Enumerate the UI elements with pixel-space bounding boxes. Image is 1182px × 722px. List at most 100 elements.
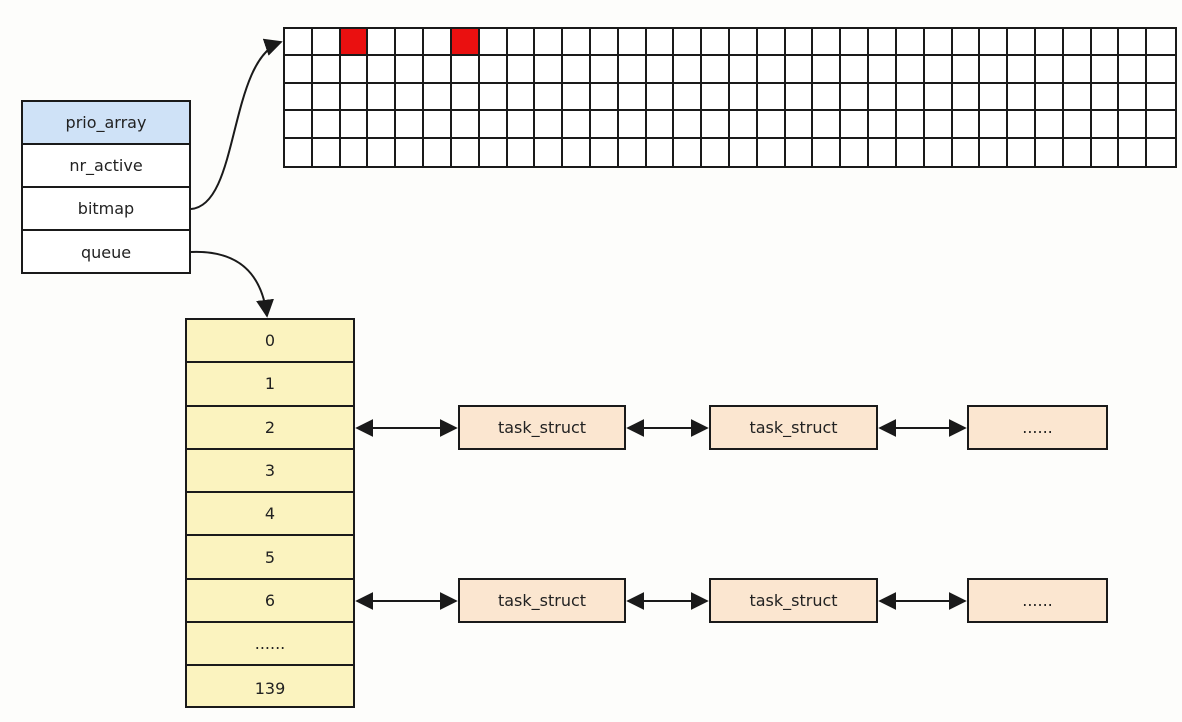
bitmap-bit xyxy=(424,83,452,112)
bitmap-bit xyxy=(646,111,675,139)
bitmap-bit xyxy=(1063,29,1092,57)
bitmap-bit xyxy=(479,56,508,84)
bitmap-bit xyxy=(702,29,730,57)
bitmap-bit xyxy=(674,111,703,139)
struct-field-nr-active: nr_active xyxy=(23,145,189,188)
bitmap-bit xyxy=(924,29,953,57)
bitmap-bit xyxy=(341,138,369,166)
bitmap-bit xyxy=(285,111,313,139)
bitmap-bit xyxy=(1147,84,1175,112)
bitmap-bit xyxy=(396,56,425,84)
bitmap-bit xyxy=(590,56,619,84)
queue-row: 4 xyxy=(187,493,353,537)
bitmap-bit xyxy=(869,111,897,139)
bitmap-bit xyxy=(702,138,730,166)
bitmap-bit xyxy=(368,56,397,84)
bitmap-bit xyxy=(368,29,397,57)
bitmap-bit xyxy=(507,29,536,57)
bitmap-bit xyxy=(1119,29,1148,57)
bitmap-bit xyxy=(980,111,1009,139)
bitmap-bit xyxy=(896,111,925,139)
task-struct-node: task_struct xyxy=(458,578,626,623)
bitmap-bit xyxy=(1091,56,1120,84)
bitmap-bit xyxy=(952,83,981,112)
bitmap-bit xyxy=(841,56,870,84)
bitmap-bit xyxy=(535,111,564,139)
bitmap-bit xyxy=(785,111,814,139)
queue-row: 3 xyxy=(187,450,353,494)
bitmap-bit xyxy=(1119,83,1148,112)
bitmap-bit xyxy=(563,111,591,139)
bitmap-bit xyxy=(479,83,508,112)
bitmap-bit xyxy=(285,29,313,57)
bitmap-bit xyxy=(980,138,1009,166)
bitmap-bit xyxy=(1008,111,1036,139)
bitmap-bit xyxy=(1091,29,1120,57)
bitmap-bit xyxy=(896,83,925,112)
bitmap-bit-set xyxy=(340,29,369,57)
bitmap-bit xyxy=(619,138,647,166)
bitmap-bit xyxy=(869,83,897,112)
bitmap-bit xyxy=(618,83,647,112)
bitmap-bit xyxy=(340,83,369,112)
bitmap-bit xyxy=(563,56,591,84)
bitmap-bit xyxy=(1119,56,1148,84)
bitmap-bit xyxy=(646,56,675,84)
bitmap-bit xyxy=(841,29,870,57)
bitmap-bit xyxy=(563,83,591,112)
bitmap-bit xyxy=(396,83,425,112)
bitmap-bit xyxy=(451,83,480,112)
bitmap-bit xyxy=(1119,138,1148,166)
queue-pointer-arrow xyxy=(190,250,274,318)
bitmap-bit xyxy=(952,56,981,84)
bitmap-bit xyxy=(730,29,758,57)
queue-array: 0 1 2 3 4 5 6 ...... 139 xyxy=(185,318,355,708)
queue-row: ...... xyxy=(187,623,353,667)
bitmap-bit xyxy=(1035,29,1064,57)
bitmap-bit xyxy=(1008,56,1036,84)
bitmap-bit xyxy=(952,29,981,57)
bitmap-bit xyxy=(312,29,341,57)
bitmap-bit xyxy=(368,83,397,112)
bitmap-bit xyxy=(396,29,425,57)
queue-row: 5 xyxy=(187,536,353,580)
bitmap-bit xyxy=(1035,83,1064,112)
bitmap-bit xyxy=(368,111,397,139)
bitmap-bit xyxy=(313,138,341,166)
bitmap-bit xyxy=(813,138,842,166)
bitmap-bit xyxy=(451,56,480,84)
bitmap-bit xyxy=(1063,56,1092,84)
bitmap-bit xyxy=(869,56,897,84)
bitmap-bit xyxy=(479,111,508,139)
bitmap-bit xyxy=(980,83,1009,112)
bitmap-bit xyxy=(1147,29,1175,57)
bitmap-bit xyxy=(312,111,341,139)
bitmap-bit xyxy=(480,138,508,166)
bitmap-bit xyxy=(980,56,1009,84)
bitmap-bit xyxy=(785,29,814,57)
bitmap-bit xyxy=(1036,138,1064,166)
bitmap-bit xyxy=(396,138,425,166)
bitmap-bit xyxy=(813,111,842,139)
bitmap-bit xyxy=(507,56,536,84)
bitmap-bit xyxy=(841,111,870,139)
bitmap-bit xyxy=(757,111,786,139)
bitmap-bit xyxy=(1147,56,1175,84)
task-struct-node: task_struct xyxy=(709,578,878,623)
queue-row: 2 xyxy=(187,407,353,450)
struct-field-queue: queue xyxy=(80,243,132,262)
bitmap-bit xyxy=(730,138,758,166)
bitmap-bit xyxy=(312,56,341,84)
bitmap-grid xyxy=(283,27,1177,168)
bitmap-bit xyxy=(424,56,452,84)
bitmap-bit xyxy=(1119,111,1148,139)
bitmap-bit xyxy=(785,83,814,112)
queue-row: 1 xyxy=(187,363,353,407)
bitmap-bit xyxy=(869,138,897,166)
bitmap-bit xyxy=(1063,111,1092,139)
bitmap-bit xyxy=(1064,138,1092,166)
queue-row: 6 xyxy=(187,580,353,624)
bitmap-bit xyxy=(730,83,758,112)
bitmap-bit xyxy=(535,83,564,112)
